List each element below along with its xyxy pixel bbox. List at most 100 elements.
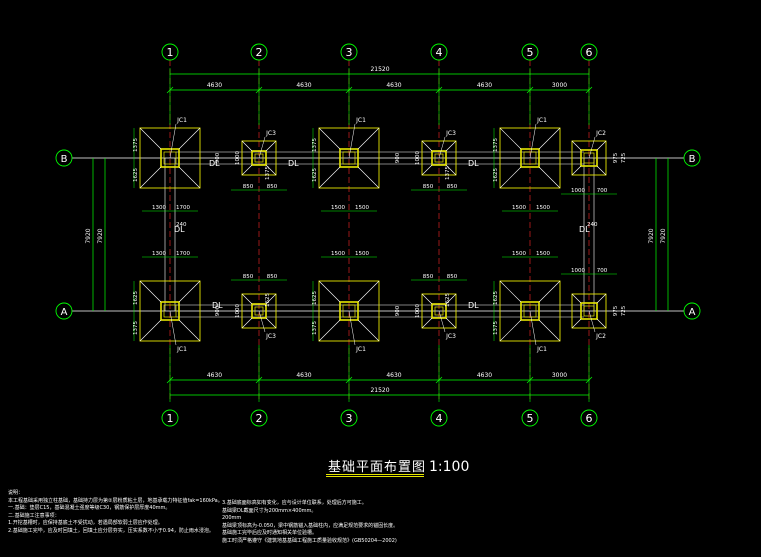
footing-label-jc3: JC3 [265, 333, 276, 340]
axis-bubble-top [580, 43, 598, 61]
axis-label-bottom: 1 [167, 412, 174, 425]
footing-outline-jc1 [139, 127, 201, 189]
dim-jc1h-a-r: 1500 [355, 251, 369, 257]
dim-v-jc3-b: 1000 [415, 151, 421, 165]
axis-label-bottom: 5 [527, 412, 534, 425]
footing-slope-line [571, 140, 582, 151]
dim-v-jc1-b1: 1375 [493, 138, 499, 152]
dim-jc3-b-l: 850 [423, 184, 434, 190]
axis-label-right: A [689, 307, 696, 318]
dim-overall-top-text: 21520 [370, 66, 389, 73]
footing-slope-line [318, 280, 341, 303]
footing-slope-line [571, 165, 582, 176]
axis-label-top: 1 [167, 46, 174, 59]
dim-v-jc1-b2: 1625 [133, 168, 139, 182]
axis-bubble-bottom [430, 409, 448, 427]
footings [139, 123, 607, 346]
note-left-line: 2.基础施工完毕，应及时回填土，回填土应分层夯实，压实系数不小于0.94，防止雨… [8, 527, 214, 534]
drawing-scale: 1:100 [429, 459, 470, 475]
footing-pedestal-jc1 [160, 301, 180, 321]
footing-column-jc3 [254, 306, 264, 316]
footing-slope-line [421, 140, 433, 152]
footing-column-jc3 [254, 153, 264, 163]
dim-v-beam-a: 900 [395, 305, 401, 316]
footing-outline-jc1 [499, 127, 561, 189]
footing-leader [588, 136, 596, 159]
footing-pedestal-jc1 [160, 148, 180, 168]
footing-leader [258, 310, 266, 333]
footing-outline-jc1 [318, 280, 380, 342]
footing-leader [258, 136, 266, 159]
note-left-line: 二.基础施工注意事项： [8, 512, 60, 519]
dim-jc1h-b-r: 1500 [536, 205, 550, 211]
dim-jc3-b-r: 850 [447, 184, 458, 190]
footing-slope-line [265, 317, 277, 329]
note-right-line: 基础梁DL截面尺寸为200mm×400mm。 [222, 507, 317, 514]
footing-pedestal-jc3 [431, 303, 447, 319]
dim-jc1h-b-r: 1500 [355, 205, 369, 211]
dim-row-spacing-text-2: 7920 [97, 228, 104, 243]
footing-slope-line [445, 140, 457, 152]
footing-leader [169, 310, 177, 346]
axis-bubble-bottom [521, 409, 539, 427]
footing-column-jc1 [163, 304, 177, 318]
footing-slope-line [178, 319, 201, 342]
dim-span-top-text: 4630 [477, 82, 492, 89]
footing-slope-line [241, 164, 253, 176]
axis-label-bottom: 2 [256, 412, 263, 425]
note-right-line: 3.基础底面标高如有变化，应与设计单位联系，处理后方可施工。 [222, 500, 367, 506]
footing-slope-line [357, 280, 380, 303]
footing-column-jc2 [583, 305, 595, 317]
dim-v-jc1-a2: 1375 [493, 321, 499, 335]
axis-label-bottom: 3 [346, 412, 353, 425]
dim-span-bottom-text: 4630 [296, 372, 311, 379]
footing-slope-line [241, 293, 253, 305]
footing-slope-line [318, 319, 341, 342]
dim-v-jc1-a2: 1375 [133, 321, 139, 335]
dim-row-spacing-text: 7920 [85, 228, 92, 243]
dim-jc1-a-l: 1300 [152, 251, 166, 257]
dim-v-jc3-a: 1000 [235, 304, 241, 318]
footing-slope-line [499, 166, 522, 189]
footing-slope-line [571, 318, 582, 329]
axis-label-right: B [689, 154, 696, 165]
footing-pedestal-jc1 [520, 301, 540, 321]
axis-bubble-top [340, 43, 358, 61]
beam-label-dl: DL [579, 225, 590, 234]
dim-v-jc1-b2: 1625 [312, 168, 318, 182]
footing-slope-line [178, 280, 201, 303]
dim-jc2-a-l: 1000 [571, 268, 585, 274]
footing-outline-jc3 [421, 140, 457, 176]
footing-label-jc1: JC1 [536, 346, 547, 353]
note-left-line: 1.开挖基槽时，应保持基底土不受扰动，若遇局部软弱土层应作处理。 [8, 520, 163, 526]
footing-slope-line [357, 127, 380, 150]
footing-slope-line [139, 127, 162, 150]
footing-slope-line [178, 127, 201, 150]
footing-label-jc2: JC2 [595, 333, 606, 340]
dim-v-jc2-a1: 975 [613, 305, 619, 316]
dim-overall-bottom-text: 21520 [370, 387, 389, 394]
dim-jc3-a-r: 850 [267, 274, 278, 280]
dim-v-jc1-b1: 1375 [133, 138, 139, 152]
footing-column-jc1 [342, 151, 356, 165]
dim-jc3-a-l: 850 [243, 274, 254, 280]
footing-slope-line [445, 164, 457, 176]
note-right-line: 施工时须严格遵守《建筑地基基础工程施工质量验收规范》(GB50204—2002) [222, 537, 397, 544]
axis-bubble-left [55, 149, 73, 167]
title-underline-2 [326, 476, 424, 477]
dim-v-jc3-a2: 1625 [445, 293, 451, 307]
dim-jc3-a-l: 850 [423, 274, 434, 280]
footing-slope-line [318, 127, 341, 150]
beam-label-dl: DL [212, 301, 223, 310]
footing-outline-jc3 [421, 293, 457, 329]
footing-pedestal-jc1 [339, 301, 359, 321]
footing-slope-line [265, 140, 277, 152]
dim-v-beam-b: 900 [215, 152, 221, 163]
footing-leader [529, 310, 537, 346]
footing-slope-line [421, 164, 433, 176]
note-left-line: 一.基础：垫层C15，基础混凝土强度等级C30，钢筋保护层厚度40mm。 [8, 505, 171, 511]
footing-slope-line [499, 280, 522, 303]
dim-jc2-b-r: 700 [597, 188, 608, 194]
